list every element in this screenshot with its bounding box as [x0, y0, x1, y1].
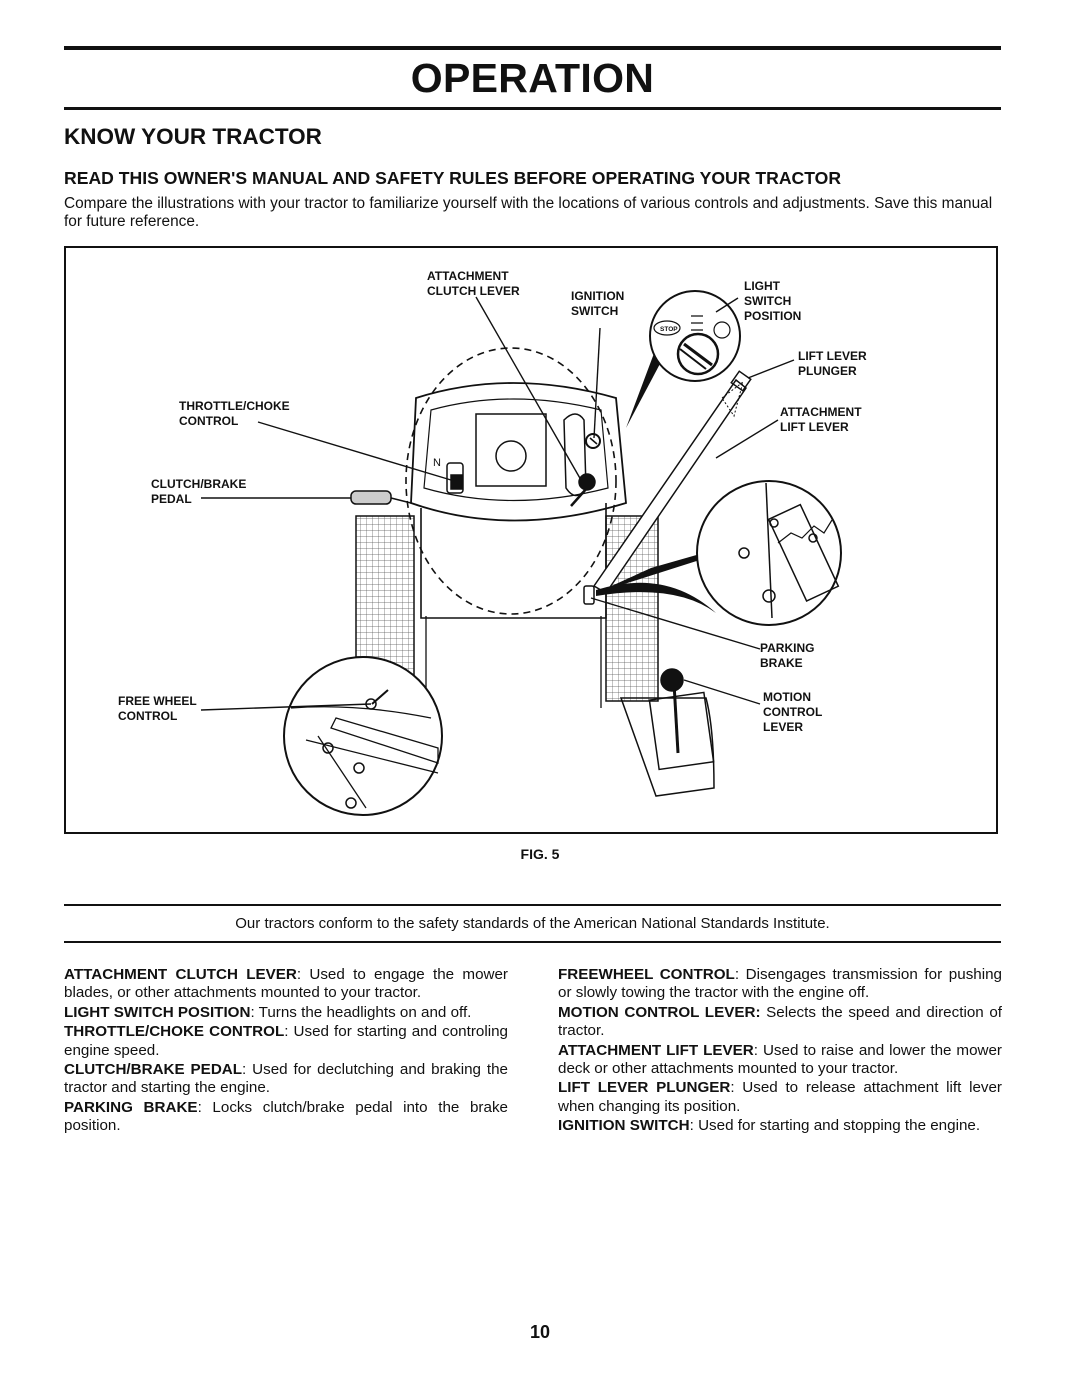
- parking-brake-lever: [583, 585, 595, 605]
- page-heading: KNOW YOUR TRACTOR: [64, 124, 322, 149]
- leader-lines: [200, 296, 795, 711]
- label-attachment-clutch-lever-2: CLUTCH LEVER: [427, 284, 520, 298]
- title-underline-rule: [64, 107, 1001, 110]
- ignition-key-knob: [585, 433, 601, 449]
- label-attachment-lift-lever-1: ATTACHMENT: [780, 405, 862, 419]
- label-throttle-choke-control-1: THROTTLE/CHOKE: [179, 399, 290, 413]
- standards-note: Our tractors conform to the safety stand…: [235, 915, 830, 932]
- label-lift-lever-plunger-1: LIFT LEVER: [798, 349, 867, 363]
- motion-control-base: [619, 697, 715, 797]
- lift-lever-plunger: [730, 370, 752, 392]
- page-subheading: READ THIS OWNER'S MANUAL AND SAFETY RULE…: [64, 168, 842, 188]
- label-free-wheel-control-1: FREE WHEEL: [118, 694, 197, 708]
- brake-detent-plate: [767, 503, 840, 602]
- svg-text:N: N: [433, 457, 441, 469]
- motion-control-lever: [672, 682, 680, 754]
- label-motion-control-lever-2: CONTROL: [763, 705, 822, 719]
- label-attachment-lift-lever-2: LIFT LEVER: [780, 420, 849, 434]
- label-clutch-brake-pedal-1: CLUTCH/BRAKE: [151, 477, 246, 491]
- section-title: OPERATION: [410, 55, 655, 101]
- attachment-clutch-knob: [578, 473, 596, 491]
- description-throttle-choke-control: THROTTLE/CHOKE CONTROL: Used for startin…: [64, 1023, 508, 1059]
- description-freewheel-control: FREEWHEEL CONTROL: Disengages transmissi…: [558, 966, 1003, 1002]
- label-parking-brake-1: PARKING: [760, 641, 814, 655]
- label-motion-control-lever-3: LEVER: [763, 720, 803, 734]
- standards-bottom-rule: [64, 941, 1001, 943]
- stop-marking-oval: [653, 320, 681, 336]
- figure-labels: ATTACHMENT CLUTCH LEVER IGNITION SWITCH …: [118, 269, 867, 734]
- throttle-control-knob: [446, 462, 464, 494]
- label-parking-brake-2: BRAKE: [760, 656, 803, 670]
- motion-control-knob: [660, 668, 684, 692]
- description-light-switch-position: LIGHT SWITCH POSITION: Turns the headlig…: [64, 1003, 472, 1021]
- label-lift-lever-plunger-2: PLUNGER: [798, 364, 857, 378]
- label-ignition-switch-2: SWITCH: [571, 304, 618, 318]
- description-motion-control-lever: MOTION CONTROL LEVER: Selects the speed …: [558, 1003, 1003, 1040]
- light-switch-icon: [713, 321, 731, 339]
- description-attachment-lift-lever: ATTACHMENT LIFT LEVER: Used to raise and…: [558, 1041, 1002, 1077]
- dash-panel: [410, 382, 627, 522]
- dash-gauge: [495, 440, 527, 472]
- steering-wheel-outline: [405, 347, 617, 615]
- free-wheel-detail-inset: [283, 656, 443, 816]
- parking-brake-detail-inset: [596, 480, 842, 626]
- standards-top-rule: [64, 904, 1001, 906]
- intro-paragraph: Compare the illustrations with your trac…: [64, 195, 993, 230]
- ignition-detail-inset: STOP: [626, 290, 741, 428]
- page-number: 10: [529, 1322, 551, 1342]
- label-attachment-clutch-lever-1: ATTACHMENT: [427, 269, 509, 283]
- label-clutch-brake-pedal-2: PEDAL: [151, 492, 192, 506]
- ignition-switch-face: [676, 332, 720, 376]
- tractor-body-drawing: N: [350, 347, 752, 797]
- label-light-switch-position-2: SWITCH: [744, 294, 791, 308]
- description-lift-lever-plunger: LIFT LEVER PLUNGER: Used to release atta…: [558, 1079, 1002, 1115]
- label-light-switch-position-3: POSITION: [744, 309, 801, 323]
- label-throttle-choke-control-2: CONTROL: [179, 414, 238, 428]
- figure-5-frame: N STOP: [64, 246, 998, 834]
- description-ignition-switch: IGNITION SWITCH: Used for starting and s…: [558, 1117, 981, 1135]
- description-clutch-brake-pedal: CLUTCH/BRAKE PEDAL: Used for declutching…: [64, 1061, 508, 1097]
- label-free-wheel-control-2: CONTROL: [118, 709, 177, 723]
- figure-caption: FIG. 5: [520, 846, 560, 862]
- descriptions-left-column: ATTACHMENT CLUTCH LEVER: Used to engage …: [64, 966, 508, 1137]
- stop-marking-text: STOP: [660, 326, 678, 333]
- label-motion-control-lever-1: MOTION: [763, 690, 811, 704]
- label-light-switch-position-1: LIGHT: [744, 279, 781, 293]
- clutch-brake-pedal: [350, 490, 392, 505]
- dash-gauge-box: [475, 413, 547, 487]
- tractor-controls-illustration: N STOP: [118, 269, 867, 816]
- descriptions-right-column: FREEWHEEL CONTROL: Disengages transmissi…: [558, 966, 1002, 1137]
- description-parking-brake: PARKING BRAKE: Locks clutch/brake pedal …: [64, 1098, 508, 1135]
- description-attachment-clutch-lever: ATTACHMENT CLUTCH LEVER: Used to engage …: [64, 966, 508, 1002]
- label-ignition-switch-1: IGNITION: [571, 289, 624, 303]
- top-rule: [64, 46, 1001, 50]
